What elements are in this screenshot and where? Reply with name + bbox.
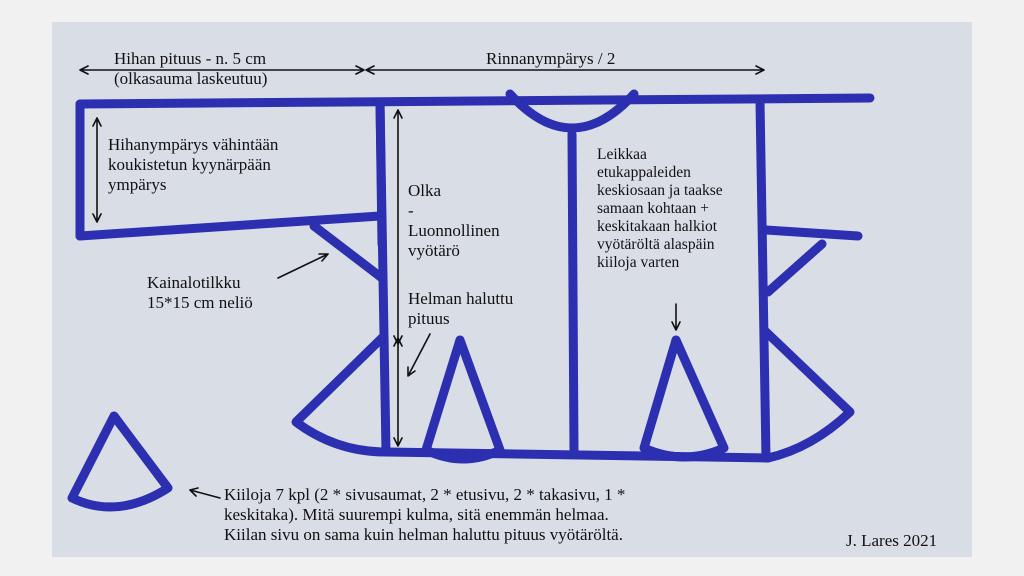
- arrow-chest: [365, 65, 765, 75]
- arrow-cut-note: [671, 303, 681, 331]
- paper-sheet: Hihan pituus - n. 5 cm (olkasauma laskeu…: [52, 22, 972, 557]
- gore-sample: [67, 411, 173, 512]
- chest-label: Rinnanympärys / 2: [486, 49, 616, 68]
- neckline: [505, 89, 639, 133]
- hem-length-label: Helman haluttu pituus: [408, 289, 514, 328]
- gore-right-side: [759, 325, 855, 463]
- arrow-sleeve-circ: [92, 117, 102, 223]
- shoulder-waist-label: Olka - Luonnollinen vyötärö: [408, 181, 500, 260]
- gores-instruction-label: Kiiloja 7 kpl (2 * sivusaumat, 2 * etusi…: [224, 485, 626, 544]
- arrow-hem-label: [407, 333, 431, 377]
- right-sleeve-stub: [761, 225, 863, 241]
- arrow-shoulder: [393, 109, 403, 345]
- arrow-hem: [393, 337, 403, 447]
- measurement-arrows: [79, 65, 765, 499]
- gusset-label: Kainalotilkku 15*15 cm neliö: [147, 273, 253, 312]
- sleeve-circumference-label: Hihanympärys vähintään koukistetun kyynä…: [108, 135, 279, 194]
- arrow-sleeve-length: [79, 65, 365, 75]
- gore-front-left: [421, 335, 505, 464]
- pattern-drawing: [67, 65, 875, 512]
- arrow-gores: [189, 487, 221, 499]
- gore-left-side: [291, 333, 391, 457]
- gore-front-right: [639, 335, 729, 462]
- arrow-gusset: [277, 253, 329, 279]
- credit-label: J. Lares 2021: [846, 531, 938, 550]
- gusset-left: [309, 221, 387, 283]
- cut-instruction-label: Leikkaa etukappaleiden keskiosaan ja taa…: [597, 146, 723, 271]
- gusset-right: [763, 239, 827, 297]
- sleeve-length-label: Hihan pituus - n. 5 cm (olkasauma laskeu…: [114, 49, 268, 88]
